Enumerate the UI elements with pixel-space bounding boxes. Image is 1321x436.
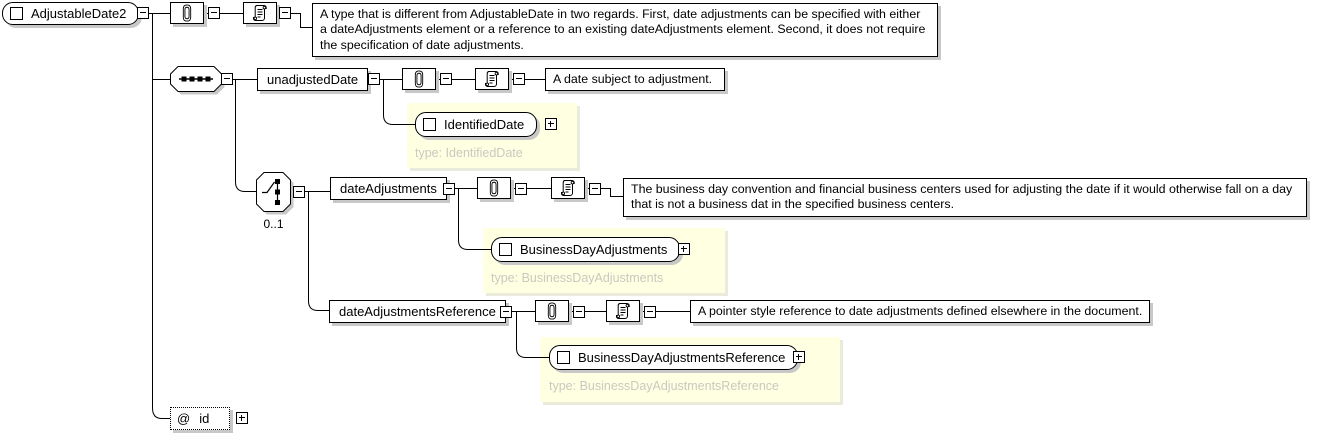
choice-compositor-icon[interactable] bbox=[256, 172, 295, 216]
attribute-id[interactable]: @ id bbox=[170, 407, 230, 430]
scroll-icon bbox=[561, 180, 575, 196]
expand-toggle[interactable] bbox=[793, 351, 805, 363]
element-icon bbox=[499, 243, 512, 256]
type-element-businessdayadjustmentsreference[interactable]: BusinessDayAdjustmentsReference bbox=[549, 345, 799, 370]
collapse-toggle[interactable] bbox=[573, 306, 585, 318]
paperclip-icon bbox=[182, 4, 192, 22]
collapse-toggle[interactable] bbox=[644, 306, 656, 318]
type-note: type: BusinessDayAdjustmentsReference bbox=[549, 379, 779, 393]
documentation-text: The business day convention and financia… bbox=[623, 178, 1307, 217]
type-note: type: BusinessDayAdjustments bbox=[491, 271, 664, 285]
collapse-toggle[interactable] bbox=[279, 7, 291, 19]
sequence-compositor-icon[interactable] bbox=[170, 66, 226, 96]
paperclip-icon bbox=[489, 179, 499, 197]
root-element-adjustabledate2[interactable]: AdjustableDate2 bbox=[2, 2, 140, 25]
collapse-toggle[interactable] bbox=[137, 7, 149, 19]
collapse-toggle[interactable] bbox=[368, 73, 380, 85]
expand-toggle[interactable] bbox=[545, 118, 557, 130]
collapse-toggle[interactable] bbox=[440, 73, 452, 85]
element-unadjusteddate[interactable]: unadjustedDate bbox=[257, 68, 369, 91]
documentation-text: A date subject to adjustment. bbox=[545, 68, 725, 91]
annotation-box bbox=[477, 177, 511, 199]
element-icon bbox=[557, 351, 570, 364]
documentation-text: A type that is different from Adjustable… bbox=[312, 3, 938, 58]
element-icon bbox=[423, 118, 436, 131]
element-icon bbox=[10, 7, 23, 20]
annotation-box bbox=[402, 68, 436, 90]
paperclip-icon bbox=[547, 302, 557, 320]
documentation-box-icon bbox=[551, 177, 585, 199]
collapse-toggle[interactable] bbox=[221, 73, 233, 85]
annotation-box bbox=[170, 2, 204, 24]
collapse-toggle[interactable] bbox=[515, 183, 527, 195]
element-dateadjustments[interactable]: dateAdjustments bbox=[330, 177, 447, 200]
expand-toggle[interactable] bbox=[236, 412, 248, 424]
collapse-toggle[interactable] bbox=[443, 183, 455, 195]
collapse-toggle[interactable] bbox=[500, 306, 512, 318]
type-note: type: IdentifiedDate bbox=[415, 146, 523, 160]
cardinality-label: 0..1 bbox=[263, 217, 284, 231]
collapse-toggle[interactable] bbox=[208, 7, 220, 19]
collapse-toggle[interactable] bbox=[589, 183, 601, 195]
paperclip-icon bbox=[414, 70, 424, 88]
attribute-at-icon: @ bbox=[177, 411, 191, 426]
collapse-toggle[interactable] bbox=[293, 186, 305, 198]
scroll-icon bbox=[616, 303, 630, 319]
documentation-box-icon bbox=[606, 300, 640, 322]
documentation-box-icon bbox=[243, 2, 277, 24]
documentation-text: A pointer style reference to date adjust… bbox=[690, 300, 1151, 323]
type-element-businessdayadjustments[interactable]: BusinessDayAdjustments bbox=[491, 237, 681, 262]
type-element-identifieddate[interactable]: IdentifiedDate bbox=[415, 112, 538, 137]
scroll-icon bbox=[253, 5, 267, 21]
expand-toggle[interactable] bbox=[678, 243, 690, 255]
collapse-toggle[interactable] bbox=[513, 73, 525, 85]
scroll-icon bbox=[485, 71, 499, 87]
attribute-label: id bbox=[199, 411, 210, 426]
element-dateadjustmentsreference[interactable]: dateAdjustmentsReference bbox=[329, 300, 506, 323]
root-element-label: AdjustableDate2 bbox=[31, 6, 127, 21]
documentation-box-icon bbox=[475, 68, 509, 90]
annotation-box bbox=[535, 300, 569, 322]
